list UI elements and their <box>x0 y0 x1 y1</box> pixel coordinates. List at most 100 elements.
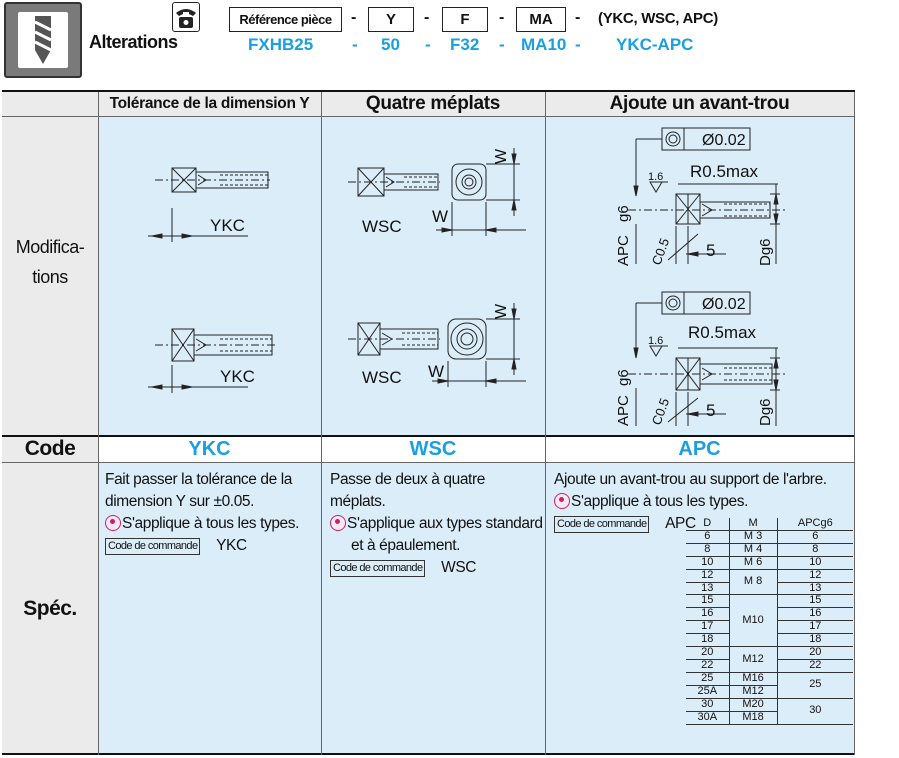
modifications-area <box>98 116 855 436</box>
grid-line <box>854 92 855 755</box>
wsc-w-label-vertical: W <box>493 148 510 164</box>
ykc-dim-label: YKC <box>210 216 245 235</box>
example-code-f: F32 <box>450 35 480 54</box>
column-header-row <box>98 92 855 116</box>
code-dash: - <box>499 9 505 26</box>
apc-dg6: Dg6 <box>757 398 774 426</box>
code-note: (YKC, WSC, APC) <box>598 10 718 27</box>
ykc-dim-label: YKC <box>220 367 255 386</box>
row-label-code: Code <box>24 437 76 460</box>
spec-wsc: Passe de deux à quatre méplats. S'appliq… <box>330 469 544 579</box>
code-ykc: YKC <box>188 437 231 460</box>
spec-apc-note: S'applique à tous les types. <box>571 493 749 510</box>
alterations-title: Alterations <box>89 32 178 52</box>
apc-roughness: 1.6 <box>648 335 663 347</box>
table-row: 20 M12 20 <box>686 646 853 673</box>
table-border <box>2 90 855 755</box>
row-label-modifications: Modifica- tions <box>15 237 85 287</box>
apc-diagram-bottom: Ø0.02 R0.5max 1.6 5 g6 APC C0.5 Dg6 <box>615 291 788 427</box>
ykc-diagram-top: YKC <box>148 167 270 242</box>
code-dash: - <box>351 9 357 26</box>
header-apc: APCg6 <box>776 517 853 531</box>
order-code-label: Code de commande <box>330 560 426 577</box>
code-apc: APC <box>678 437 721 460</box>
drill-logo <box>4 2 82 78</box>
apc-g6: g6 <box>615 205 632 222</box>
code-dash: - <box>424 9 430 26</box>
spec-wsc-line1: Passe de deux à quatre méplats. <box>330 471 485 510</box>
column-header-tolerance: Tolérance de la dimension Y <box>109 95 310 112</box>
code-dash: - <box>575 9 581 26</box>
grid-line <box>98 92 99 755</box>
apc-length: 5 <box>706 401 715 420</box>
header-d: D <box>686 517 730 531</box>
example-code-y: 50 <box>381 35 400 54</box>
apc-dg6: Dg6 <box>757 238 774 266</box>
example-dash: - <box>352 35 358 54</box>
order-code-ykc: YKC <box>216 537 247 554</box>
example-dash: - <box>425 35 431 54</box>
example-code-part: FXHB25 <box>248 35 314 54</box>
apc-apc: APC <box>615 235 632 266</box>
example-code-ma: MA10 <box>521 35 567 54</box>
table-row: 25 M16 25 <box>686 672 853 699</box>
code-wsc: WSC <box>409 437 457 460</box>
wsc-dim-label: WSC <box>362 368 402 387</box>
code-box-reference: Référence pièce <box>229 7 342 32</box>
apc-g6: g6 <box>615 369 632 386</box>
order-code-wsc: WSC <box>441 559 477 576</box>
spec-apc-line1: Ajoute un avant-trou au support de l'arb… <box>554 471 827 488</box>
apc-flatness: Ø0.02 <box>702 296 746 313</box>
wsc-dim-label: WSC <box>362 217 402 236</box>
spec-ykc: Fait passer la tolérance de la dimension… <box>105 469 319 557</box>
wsc-diagram-bottom: W W WSC <box>348 303 526 387</box>
table-header-row: D M APCg6 <box>686 517 853 531</box>
drill-icon <box>22 14 64 66</box>
hint-icon <box>105 515 121 531</box>
column-header-pilot-hole: Ajoute un avant-trou <box>609 93 790 114</box>
example-dash: - <box>575 35 581 54</box>
table-row: 30 M20 30 <box>686 698 853 725</box>
grid-line <box>2 435 855 437</box>
hint-icon <box>554 493 570 509</box>
code-box-f: F <box>442 7 488 32</box>
spec-ykc-note: S'applique à tous les types. <box>122 515 300 532</box>
grid-line <box>545 92 546 755</box>
grid-line <box>2 462 855 463</box>
row-label-spec: Spéc. <box>23 597 77 620</box>
spec-ykc-line1: Fait passer la tolérance de la <box>105 471 293 488</box>
spec-wsc-note2: et à épaulement. <box>351 537 461 554</box>
code-box-ma: MA <box>516 7 566 32</box>
apc-diagram-top: Ø0.02 R0.5max 1.6 5 g6 APC C0.5 Dg6 <box>615 127 788 267</box>
grid-line <box>2 116 855 117</box>
header-m: M <box>728 517 778 531</box>
code-row <box>98 436 855 462</box>
apc-radius: R0.5max <box>690 162 759 181</box>
apc-roughness: 1.6 <box>648 171 663 183</box>
apc-chamfer: C0.5 <box>649 396 672 427</box>
table-row: 15 M10 15 <box>686 595 853 648</box>
hint-icon <box>330 515 346 531</box>
spec-wsc-note1: S'applique aux types standard <box>347 515 543 532</box>
order-code-label: Code de commande <box>105 538 201 555</box>
ykc-diagram-bottom: YKC <box>148 328 275 393</box>
code-box-y: Y <box>368 7 414 32</box>
table-row: 12 M 8 12 <box>686 569 853 596</box>
apc-flatness: Ø0.02 <box>702 132 746 149</box>
example-code-alteration: YKC-APC <box>616 35 694 54</box>
phone-icon <box>172 2 200 32</box>
example-dash: - <box>499 35 505 54</box>
order-code-label: Code de commande <box>554 516 650 533</box>
grid-line <box>321 92 322 755</box>
wsc-diagram-top: W W WSC <box>348 148 526 236</box>
apc-chamfer: C0.5 <box>649 236 672 267</box>
wsc-w-label: W <box>432 207 448 226</box>
